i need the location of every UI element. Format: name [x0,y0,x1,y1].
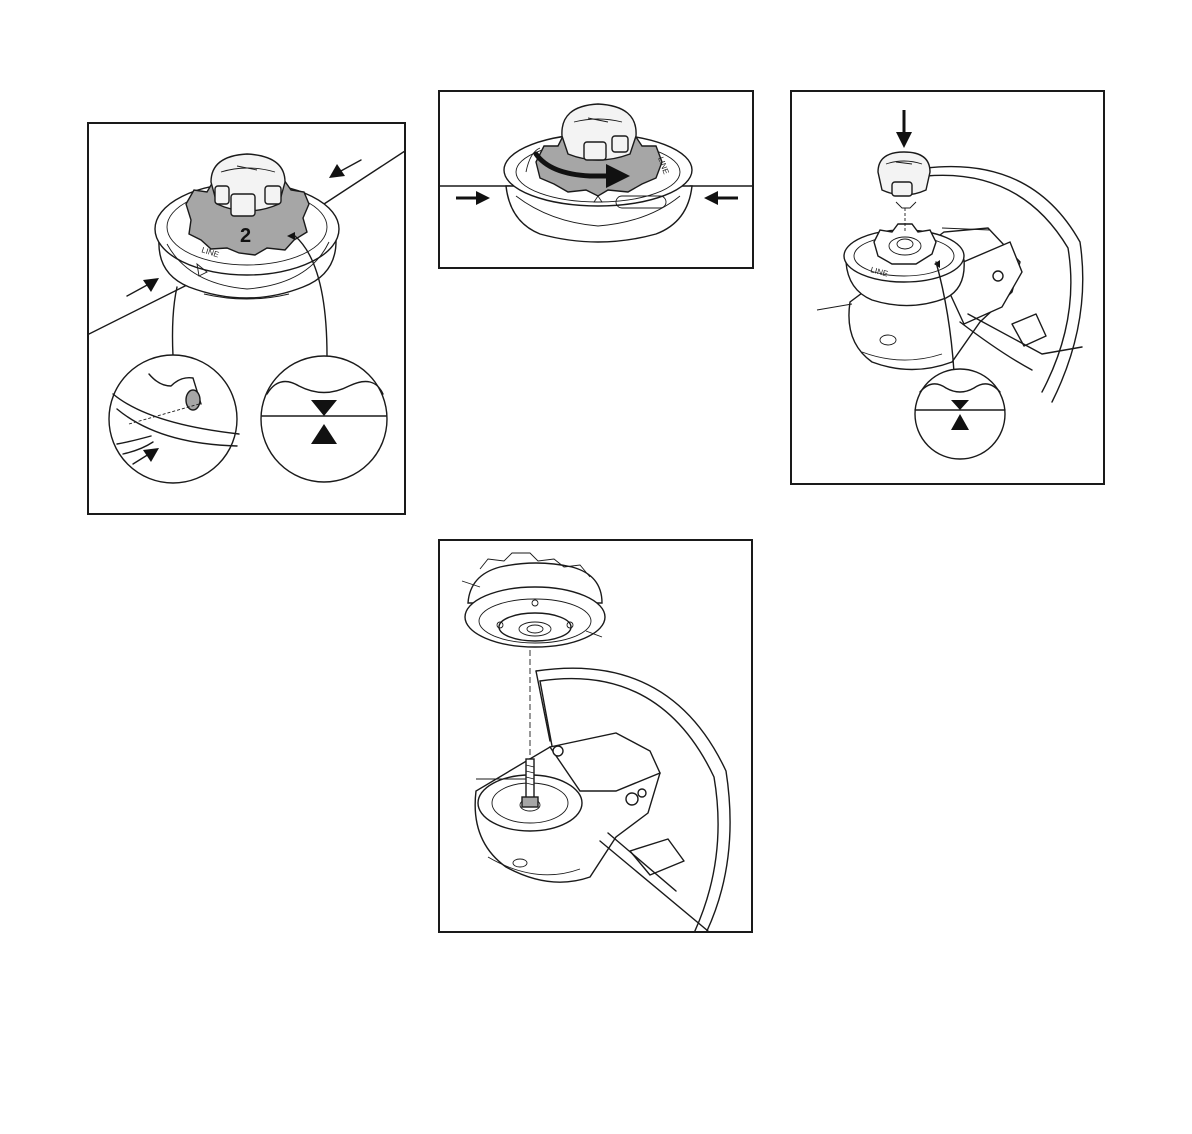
detail-alignment-magnified [915,369,1005,459]
panel-fit-knob: LINE [790,90,1105,485]
panel-wind-line: LINE [438,90,754,269]
arrow-icon [127,278,159,296]
arrow-icon [896,110,912,148]
gear-housing [475,733,660,882]
arrow-icon [704,191,738,205]
arrow-icon [456,191,490,205]
spool-head: LINE [504,104,692,242]
arrow-icon [329,160,361,178]
detail-alignment-magnified [261,356,387,482]
leader-line [173,287,178,356]
spool-number-label: 2 [240,225,251,247]
panel-insert-line: 2 LINE [87,122,406,515]
detail-eyelet-magnified [109,355,239,483]
spool-head [462,553,605,647]
spool-head: 2 LINE [155,154,339,299]
knob [878,152,930,232]
panel-mount-spool [438,539,753,933]
